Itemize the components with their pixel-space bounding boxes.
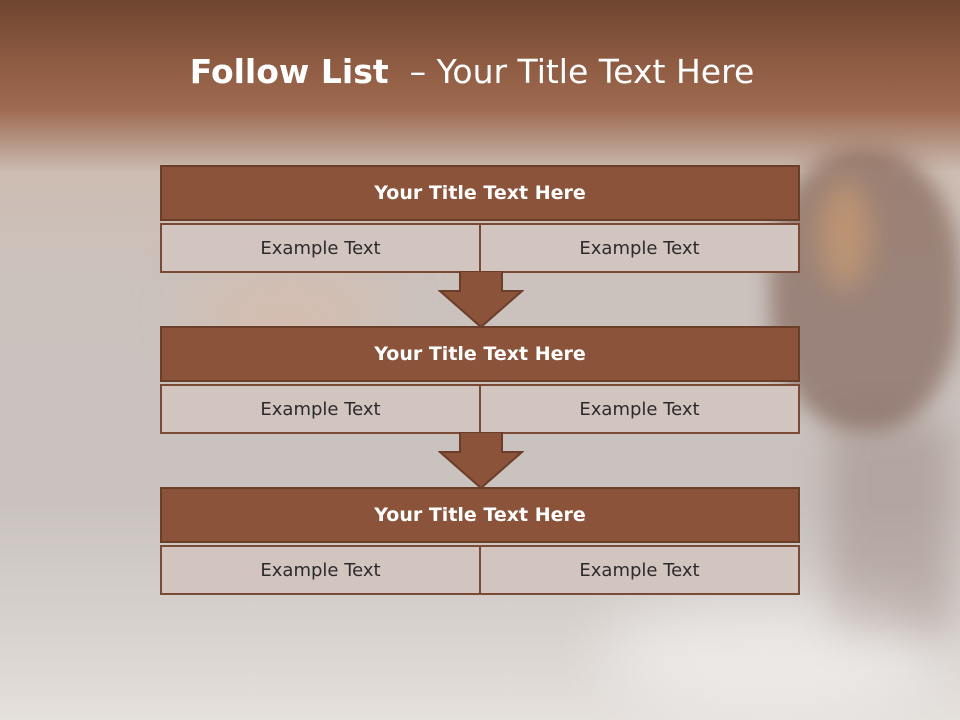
step-heading: Your Title Text Here (160, 326, 800, 382)
step-cell-right: Example Text (481, 384, 800, 434)
down-arrow-icon (438, 271, 524, 329)
step-row: Example Text Example Text (160, 223, 800, 273)
step-row: Example Text Example Text (160, 384, 800, 434)
gavel-highlight (820, 180, 870, 290)
down-arrow-icon (438, 432, 524, 490)
gavel-handle-image (830, 420, 950, 640)
step-cell-right: Example Text (481, 223, 800, 273)
step-cell-left: Example Text (160, 223, 481, 273)
step-row: Example Text Example Text (160, 545, 800, 595)
gavel-head-image (770, 150, 960, 430)
step-cell-left: Example Text (160, 384, 481, 434)
step-cell-left: Example Text (160, 545, 481, 595)
step-box-1: Your Title Text Here Example Text Exampl… (160, 165, 800, 273)
step-box-2: Your Title Text Here Example Text Exampl… (160, 326, 800, 434)
step-heading: Your Title Text Here (160, 165, 800, 221)
slide-title: Follow List – Your Title Text Here (0, 52, 944, 91)
background-shine (600, 600, 940, 710)
slide-title-rest: – Your Title Text Here (388, 52, 755, 91)
step-heading: Your Title Text Here (160, 487, 800, 543)
step-cell-right: Example Text (481, 545, 800, 595)
step-box-3: Your Title Text Here Example Text Exampl… (160, 487, 800, 595)
slide-title-bold: Follow List (189, 52, 389, 91)
